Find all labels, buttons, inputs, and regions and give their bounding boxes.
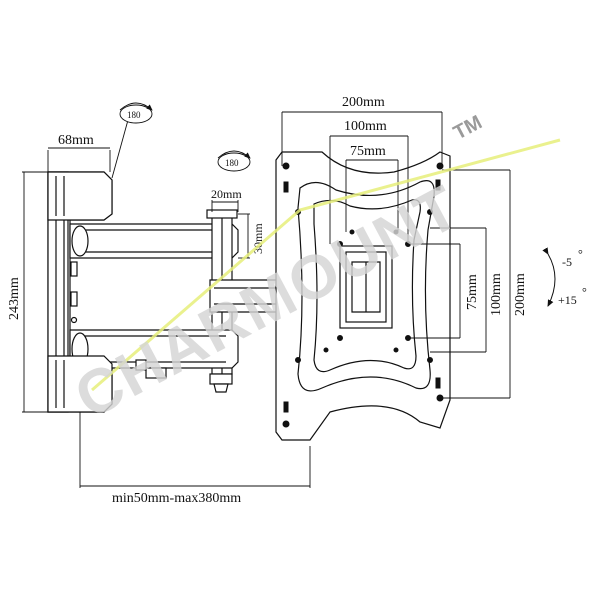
watermark-accent-line: [91, 138, 561, 392]
rotation-icon-plate: 180: [217, 150, 251, 172]
dim-100mm-side-label: 100mm: [489, 273, 504, 316]
dim-100mm-top-label: 100mm: [344, 119, 387, 134]
dim-75mm-top-label: 75mm: [350, 144, 386, 159]
dim-200mm-side-label: 200mm: [513, 273, 528, 316]
rotation-icon-arm: 180: [119, 102, 153, 124]
side-view: [47, 171, 291, 413]
dim-20mm-label: 20mm: [211, 187, 242, 201]
tilt-down-label: -5: [562, 255, 572, 269]
dim-30mm-label: 30mm: [251, 223, 265, 254]
tilt-up-label: +15: [558, 293, 577, 307]
tilt-down-degree: °: [578, 247, 583, 261]
tilt-arc-icon: [542, 247, 556, 307]
trademark-label: TM: [450, 111, 486, 144]
dim-243mm-label: 243mm: [7, 277, 22, 320]
front-dimensions: [281, 111, 511, 399]
dim-75mm-side-label: 75mm: [465, 274, 480, 310]
rotation-arm-label: 180: [127, 110, 141, 120]
extension-range-label: min50mm-max380mm: [112, 491, 241, 506]
dim-68mm-label: 68mm: [58, 133, 94, 148]
dim-200mm-top-label: 200mm: [342, 95, 385, 110]
rotation-plate-label: 180: [225, 158, 239, 168]
tilt-up-degree: °: [582, 285, 587, 299]
side-dimensions: [22, 119, 311, 488]
tilt-indicator: -5 ° +15 °: [542, 247, 587, 307]
